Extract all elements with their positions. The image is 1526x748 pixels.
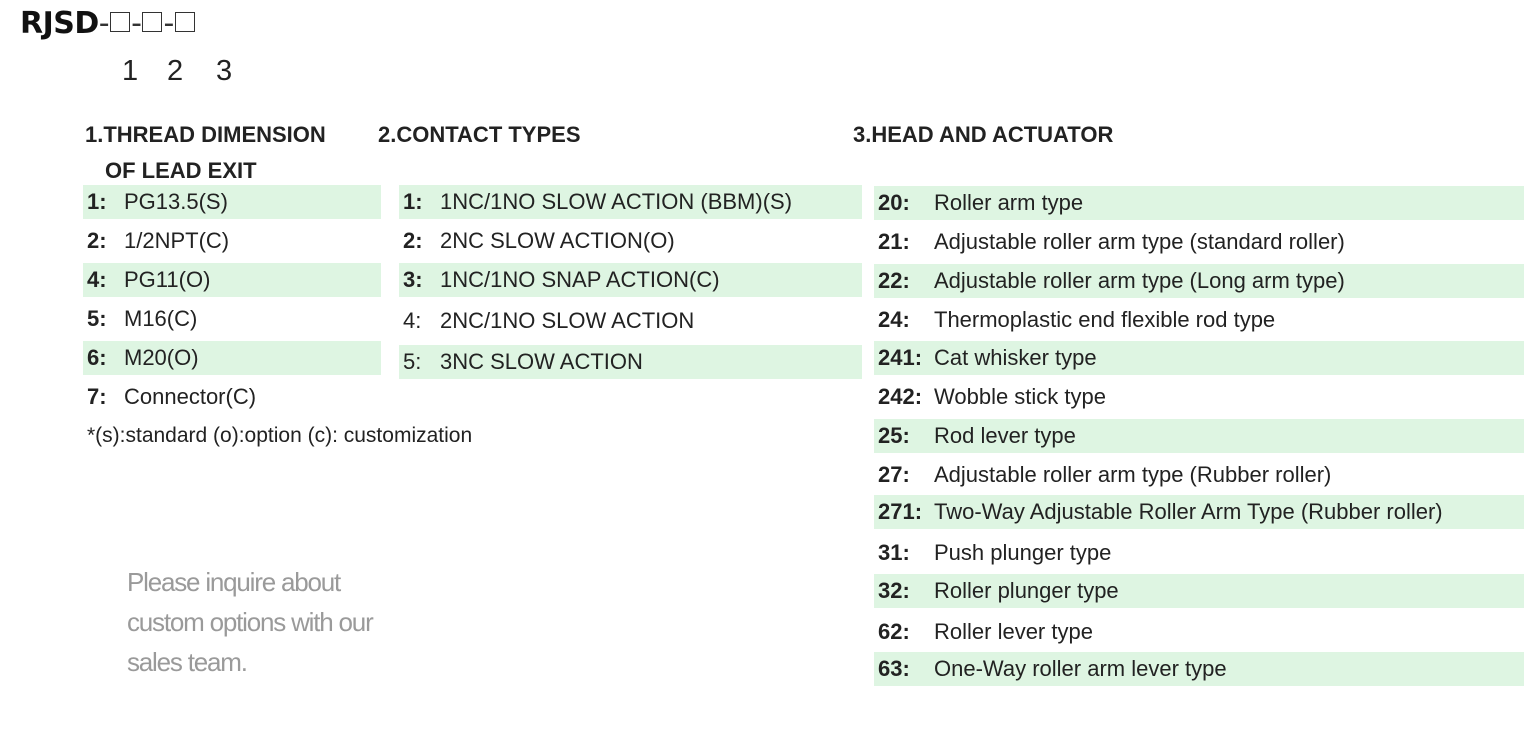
option-code: 31: [878, 540, 910, 565]
option-label: Adjustable roller arm type (Rubber rolle… [934, 462, 1332, 487]
head-section-title: 3.HEAD AND ACTUATOR [853, 122, 1114, 147]
option-code: 1: [403, 189, 423, 214]
option-code: 271: [878, 499, 923, 524]
option-code: 27: [878, 462, 910, 487]
option-code: 5: [403, 349, 422, 374]
model-slot-3-box [174, 11, 195, 32]
head-option-row: 27: Adjustable roller arm type (Rubber ro… [874, 458, 1524, 492]
option-label: 2NC/1NO SLOW ACTION [440, 308, 695, 333]
option-code: 2: [87, 228, 107, 253]
head-option-row: 20: Roller arm type [874, 186, 1524, 220]
thread-section-title-line2: OF LEAD EXIT [105, 158, 257, 183]
thread-option-row: 4: PG11(O) [83, 263, 381, 297]
thread-option-row: 5: M16(C) [83, 302, 381, 336]
option-label: M16(C) [124, 306, 198, 331]
inquiry-message: Please inquire about custom options with… [127, 562, 427, 682]
thread-option-row: 7: Connector(C) [83, 380, 381, 414]
option-label: Roller plunger type [934, 578, 1119, 603]
option-code: 1: [87, 189, 107, 214]
option-code: 242: [878, 384, 923, 409]
option-label: Adjustable roller arm type (standard rol… [934, 229, 1345, 254]
option-label: One-Way roller arm lever type [934, 656, 1227, 681]
thread-option-row: 2: 1/2NPT(C) [83, 224, 381, 258]
inquiry-line: sales team. [127, 647, 248, 677]
option-label: PG11(O) [124, 267, 211, 292]
slot-number-1: 1 [122, 55, 139, 87]
option-code: 20: [878, 190, 910, 215]
contact-section-title: 2.CONTACT TYPES [378, 122, 581, 147]
option-label: Connector(C) [124, 384, 257, 409]
option-label: Cat whisker type [934, 345, 1097, 370]
option-code: 6: [87, 345, 107, 370]
option-label: Push plunger type [934, 540, 1112, 565]
inquiry-line: custom options with our [127, 607, 374, 637]
slot-number-2: 2 [167, 55, 184, 87]
head-option-row: 31: Push plunger type [874, 536, 1524, 570]
legend-note: *(s):standard (o):option (c): customizat… [87, 424, 473, 447]
contact-option-row: 2: 2NC SLOW ACTION(O) [399, 224, 862, 258]
option-label: 2NC SLOW ACTION(O) [440, 228, 675, 253]
model-separator: - [98, 6, 110, 41]
option-code: 22: [878, 268, 910, 293]
option-label: Two-Way Adjustable Roller Arm Type (Rubb… [934, 499, 1443, 524]
contact-option-row: 1: 1NC/1NO SLOW ACTION (BBM)(S) [399, 185, 862, 219]
head-option-row: 271: Two-Way Adjustable Roller Arm Type (… [874, 495, 1524, 529]
option-code: 4: [403, 308, 422, 333]
model-separator: - [163, 6, 174, 41]
option-code: 24: [878, 307, 910, 332]
option-code: 63: [878, 656, 910, 681]
option-label: 1NC/1NO SLOW ACTION (BBM)(S) [440, 189, 793, 214]
option-code: 62: [878, 619, 910, 644]
option-label: Roller arm type [934, 190, 1084, 215]
head-option-row: 241: Cat whisker type [874, 341, 1524, 375]
head-option-row: 25: Rod lever type [874, 419, 1524, 453]
option-label: 1NC/1NO SNAP ACTION(C) [440, 267, 720, 292]
option-code: 3: [403, 267, 423, 292]
model-slot-2-box [142, 11, 163, 32]
option-label: M20(O) [124, 345, 199, 370]
option-code: 241: [878, 345, 923, 370]
option-label: Wobble stick type [934, 384, 1107, 409]
option-code: 2: [403, 228, 423, 253]
head-option-row: 63: One-Way roller arm lever type [874, 652, 1524, 686]
model-separator: - [131, 6, 142, 41]
thread-section-title: 1.THREAD DIMENSION [85, 122, 326, 147]
option-code: 7: [87, 384, 107, 409]
option-code: 32: [878, 578, 910, 603]
option-label: Adjustable roller arm type (Long arm typ… [934, 268, 1345, 293]
contact-option-row: 5: 3NC SLOW ACTION [399, 345, 862, 379]
head-option-row: 32: Roller plunger type [874, 574, 1524, 608]
option-code: 5: [87, 306, 107, 331]
option-label: 3NC SLOW ACTION [440, 349, 643, 374]
contact-option-row: 3: 1NC/1NO SNAP ACTION(C) [399, 263, 862, 297]
thread-option-row: 1: PG13.5(S) [83, 185, 381, 219]
option-label: Rod lever type [934, 423, 1076, 448]
option-label: Thermoplastic end flexible rod type [934, 307, 1276, 332]
option-label: PG13.5(S) [124, 189, 228, 214]
option-code: 21: [878, 229, 910, 254]
thread-option-row: 6: M20(O) [83, 341, 381, 375]
option-label: Roller lever type [934, 619, 1093, 644]
option-label: 1/2NPT(C) [124, 228, 230, 253]
head-option-row: 22: Adjustable roller arm type (Long arm … [874, 264, 1524, 298]
inquiry-line: Please inquire about [127, 567, 341, 597]
model-code: RJSD--- [20, 6, 196, 41]
model-slot-1-box [110, 11, 131, 32]
contact-option-row: 4: 2NC/1NO SLOW ACTION [399, 304, 862, 338]
slot-number-3: 3 [216, 55, 233, 87]
option-code: 4: [87, 267, 107, 292]
head-option-row: 24: Thermoplastic end flexible rod type [874, 303, 1524, 337]
model-prefix: RJSD [20, 6, 99, 41]
head-option-row: 62: Roller lever type [874, 615, 1524, 649]
head-option-row: 242: Wobble stick type [874, 380, 1524, 414]
head-option-row: 21: Adjustable roller arm type (standard … [874, 225, 1524, 259]
option-code: 25: [878, 423, 910, 448]
